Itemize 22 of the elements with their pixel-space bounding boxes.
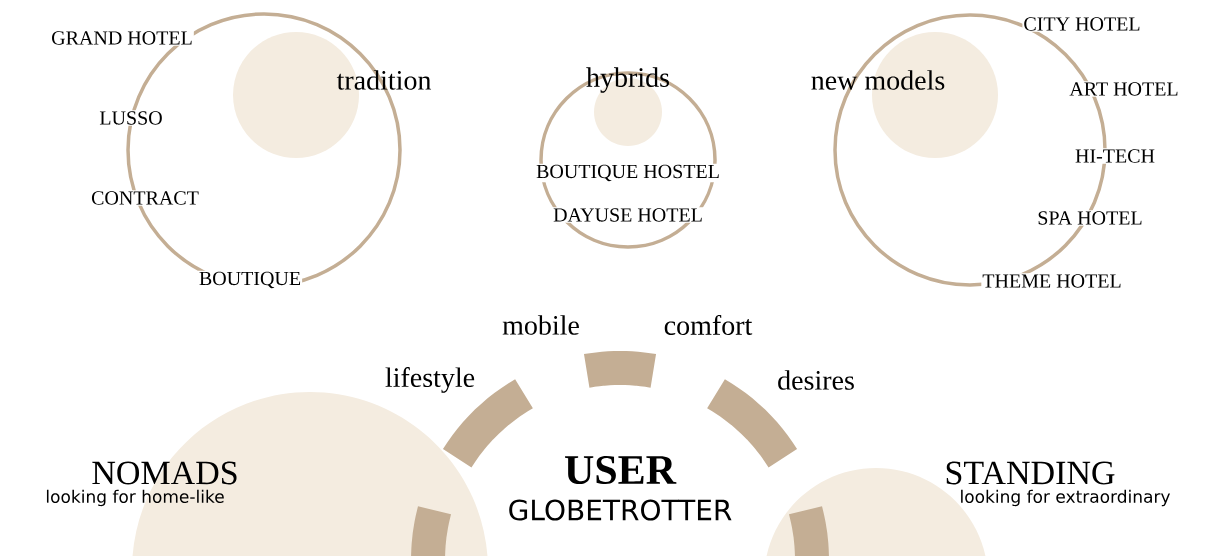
- label: GRAND HOTEL: [50, 30, 194, 46]
- label: desires: [776, 369, 856, 391]
- heading: new models: [811, 70, 945, 90]
- label: lifestyle: [383, 366, 477, 394]
- label: SPA HOTEL: [1036, 210, 1144, 226]
- subtitle: GLOBETROTTER: [509, 499, 732, 521]
- label: HI-TECH: [1074, 148, 1156, 164]
- heading: NOMADS: [92, 461, 237, 485]
- heading: USER: [565, 455, 677, 485]
- label: BOUTIQUE: [197, 270, 303, 290]
- label: THEME HOTEL: [981, 273, 1123, 289]
- label: DAYUSE HOTEL: [552, 207, 704, 223]
- label: CONTRACT: [90, 190, 200, 206]
- heading: hybrids: [586, 67, 669, 93]
- label: ART HOTEL: [1068, 81, 1180, 97]
- heading: tradition: [336, 70, 432, 90]
- heading: STANDING: [946, 461, 1115, 485]
- subtitle: looking for home-like: [46, 489, 224, 507]
- label: CITY HOTEL: [1022, 16, 1142, 32]
- label: mobile: [501, 314, 581, 336]
- subtitle: looking for extraordinary: [961, 489, 1170, 507]
- label: LUSSO: [98, 110, 164, 126]
